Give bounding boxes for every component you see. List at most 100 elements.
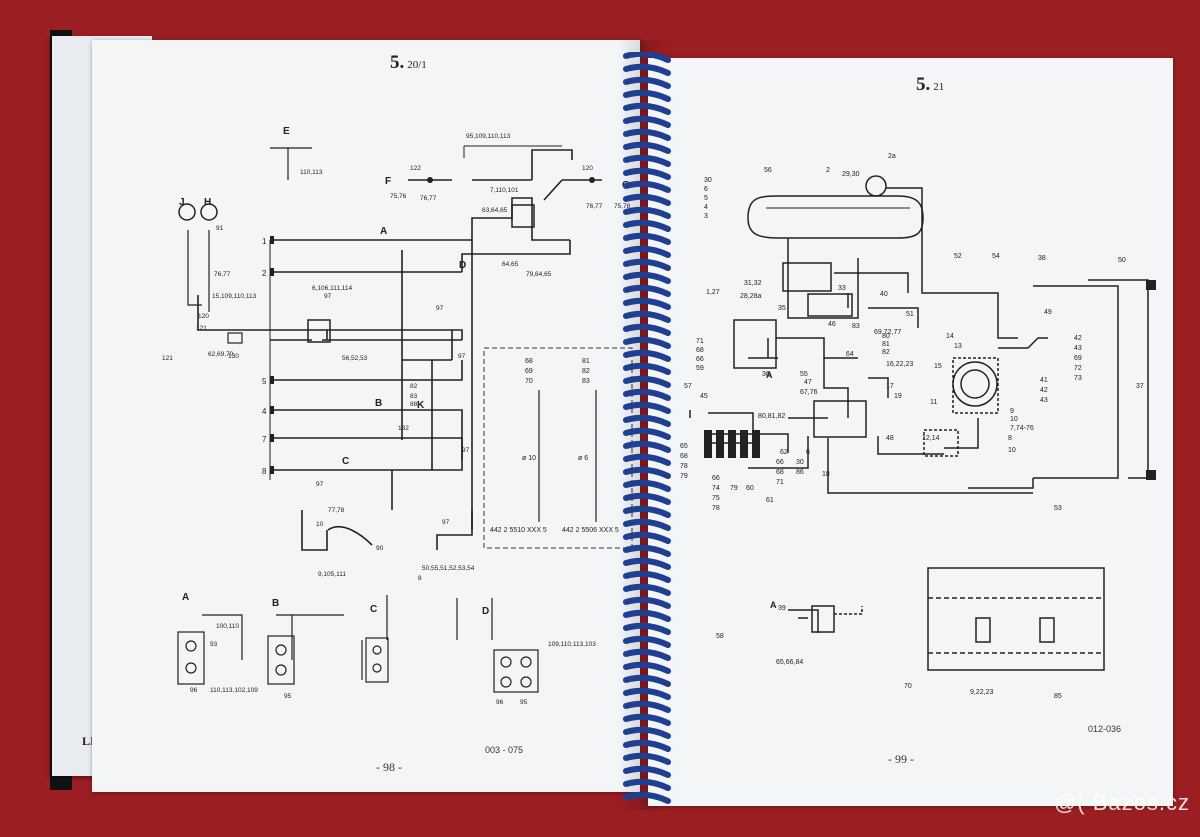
coil-loop — [623, 76, 671, 89]
right-callout-label: 81 — [882, 341, 890, 348]
right-callout-label: 62 — [780, 449, 788, 456]
coil-loop — [623, 401, 671, 414]
connection-h: H — [204, 197, 211, 208]
right-callout-label: 45 — [700, 393, 708, 400]
coil-loop — [623, 544, 671, 557]
view-label-d: D — [482, 606, 489, 617]
legend-col2-item-2: 82 — [582, 368, 590, 375]
connection-j: J — [179, 197, 185, 208]
coil-loop — [623, 648, 671, 661]
coil-loop — [623, 726, 671, 739]
right-callout-label: 66 — [712, 475, 720, 482]
left-callout-label: 121 — [196, 325, 207, 332]
right-callout-label: 47 — [804, 379, 812, 386]
right-callout-label: 9 — [1010, 408, 1014, 415]
left-callout-label: 96 — [190, 687, 198, 694]
view-label-e: E — [283, 126, 290, 137]
right-callout-label: 60 — [746, 485, 754, 492]
right-callout-label: 78 — [680, 463, 688, 470]
port-8: 8 — [262, 467, 267, 476]
coil-loop — [623, 440, 671, 453]
coil-loop — [623, 518, 671, 531]
left-callout-label: 97 — [442, 519, 450, 526]
right-callout-label: 29,30 — [842, 171, 860, 178]
left-callout-label: 110,113,102,109 — [210, 687, 258, 694]
left-callout-label: 15,109,110,113 — [212, 293, 257, 300]
port-1: 1 — [262, 237, 267, 246]
view-label-a: A — [182, 592, 189, 603]
legend-col2-item-3: 83 — [582, 378, 590, 385]
right-callout-label: 68 — [776, 469, 784, 476]
pipe-size-legend: 68 69 70 81 82 83 ø 10 ø 6 442 2 5510 XX… — [483, 347, 633, 549]
port-5: 5 — [262, 377, 267, 386]
right-callout-label: 48 — [886, 435, 894, 442]
right-callout-label: 58 — [716, 633, 724, 640]
coil-loop — [623, 102, 671, 115]
coil-loop — [623, 167, 671, 180]
left-page: 5.20/1 — [92, 40, 640, 792]
right-callout-label: 19 — [894, 393, 902, 400]
coil-loop — [623, 258, 671, 271]
coil-loop — [623, 505, 671, 518]
coil-loop — [623, 115, 671, 128]
coil-loop — [623, 414, 671, 427]
right-callout-label: 30 — [796, 459, 804, 466]
left-callout-label: 76,77 — [586, 203, 603, 210]
right-callout-label: 11 — [930, 399, 937, 406]
page-edge-label: LI — [82, 734, 95, 748]
right-callout-label: 37 — [1136, 383, 1144, 390]
coil-loop — [623, 791, 671, 804]
coil-loop — [623, 583, 671, 596]
right-callout-label: 51 — [906, 311, 914, 318]
coil-loop — [623, 752, 671, 765]
left-callout-label: 88 — [410, 401, 418, 408]
right-callout-label: 54 — [992, 253, 1000, 260]
left-callout-label: 120 — [198, 313, 209, 320]
right-callout-label: 16,22,23 — [886, 361, 913, 368]
coil-loop — [623, 375, 671, 388]
right-callout-label: 12,14 — [922, 435, 940, 442]
coil-loop — [623, 232, 671, 245]
left-callout-label: 95,109,110,113 — [466, 133, 511, 140]
left-callout-label: 132 — [398, 425, 409, 432]
right-callout-label: 65 — [680, 443, 688, 450]
left-callout-label: 6,106,111,114 — [312, 285, 353, 292]
right-callout-label: 36 — [762, 371, 770, 378]
right-callout-label: 85 — [1054, 693, 1062, 700]
coil-loop — [623, 700, 671, 713]
view-label-a-right: A — [770, 600, 777, 610]
legend-col2-size: ø 6 — [578, 455, 588, 462]
left-callout-label: 75,78 — [614, 203, 631, 210]
right-callout-label: 17 — [886, 383, 894, 390]
right-callout-label: 52 — [954, 253, 962, 260]
left-callout-label: 97 — [436, 305, 444, 312]
right-callout-label: 80 — [882, 333, 890, 340]
right-callout-label: 66 — [776, 459, 784, 466]
right-callout-label: 68 — [696, 347, 704, 354]
right-callout-label: 67,76 — [800, 389, 818, 396]
line-label-c: C — [342, 456, 349, 467]
right-callout-label: 74 — [712, 485, 720, 492]
left-callout-label: 79,64,65 — [526, 271, 552, 278]
right-callout-label: 2a — [888, 153, 896, 160]
right-callout-label: 64 — [846, 351, 854, 358]
left-callout-label: 63,64,65 — [482, 207, 508, 214]
left-callout-label: 10 — [316, 521, 324, 528]
legend-col2-part: 442 2 5506 XXX 5 — [562, 527, 619, 534]
right-callout-label: 69 — [1074, 355, 1082, 362]
left-callout-label: 95 — [520, 699, 528, 706]
coil-loop — [623, 206, 671, 219]
port-4: 4 — [262, 407, 267, 416]
left-callout-label: 50,55,51,52,53,54 — [422, 565, 475, 572]
coil-loop — [623, 193, 671, 206]
right-callout-label: 8 — [1008, 435, 1012, 442]
coil-loop — [623, 570, 671, 583]
left-callout-label: 109,110,113,103 — [548, 641, 596, 648]
line-label-d: D — [459, 260, 466, 271]
left-callout-label: 97 — [462, 447, 470, 454]
line-label-a: A — [380, 226, 387, 237]
legend-col1-item-3: 70 — [525, 378, 533, 385]
legend-col1-item-1: 68 — [525, 358, 533, 365]
coil-loop — [623, 661, 671, 674]
